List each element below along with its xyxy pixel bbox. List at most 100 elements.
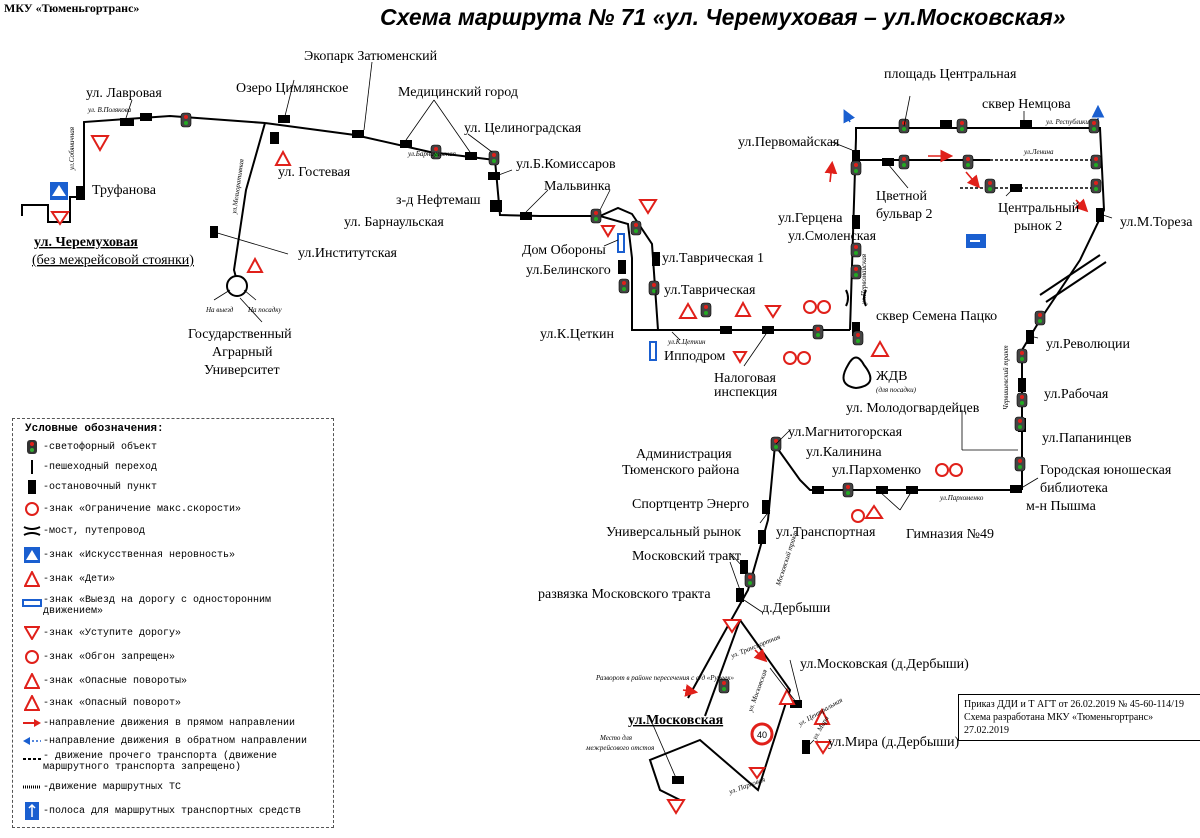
label-lavrovaya: ул. Лавровая [86,86,162,101]
legend-row-bus-lane: -полоса для маршрутных транспортных сред… [21,802,301,820]
danger-turn-sign-icon [246,256,264,273]
traffic-light-icon [1034,310,1046,326]
label-mesto-2: межрейсового отстоя [585,744,654,752]
danger-turn-sign-icon [274,149,292,166]
label-kalinina: ул.Калинина [806,445,882,460]
street-sobyaninskaya: ул.Собяничная [68,127,76,171]
label-nalogovaya-2: инспекция [714,385,778,400]
danger-turns-sign-icon [21,673,43,689]
legend-row-route: -движение маршрутных ТС [21,779,181,795]
label-rynok-2: рынок 2 [1014,219,1062,234]
backward-arrow-icon [21,733,43,749]
crosswalk-icon [21,459,43,475]
label-revolyutsii: ул.Революции [1046,337,1130,352]
street-transportnaya: ул. Транспортная [729,633,782,660]
label-mira-d: ул.Мира (д.Дербыши) [828,735,960,750]
label-razvorot: Разворот в районе пересечения с а/д «Руч… [595,674,734,682]
traffic-light-icon [984,178,996,194]
label-ozero: Озеро Цимлянское [236,81,348,96]
danger-turns-sign-icon [734,300,752,317]
label-biblioteka-1: Городская юношеская [1040,463,1172,478]
label-ekopark: Экопарк Затюменский [304,49,438,64]
label-nalogovaya-1: Налоговая [714,371,776,386]
traffic-light-icon [430,144,442,160]
legend-row-no-overtake: -знак «Обгон запрещен» [21,649,175,665]
traffic-light-icon [744,572,756,588]
label-energo: Спортцентр Энерго [632,497,749,512]
no-overtaking-sign-icon [803,300,831,314]
traffic-light-icon [1014,456,1026,472]
label-tsvetnoy-2: бульвар 2 [876,207,933,222]
label-derbyshi: д.Дербыши [762,601,831,616]
label-mesto-1: Место для [599,734,632,742]
label-papanintsev: ул.Папанинцев [1042,431,1132,446]
order-line-1: Приказ ДДИ и Т АГТ от 26.02.2019 № 45-60… [964,699,1184,710]
legend-row-other-traffic: - движение прочего транспорта (движение … [21,751,321,773]
traffic-light-icon [1016,392,1028,408]
traffic-light-icon [180,112,192,128]
yield-sign-icon [600,225,616,238]
yield-sign-icon [722,619,742,634]
danger-turn-sign-icon [870,339,890,357]
traffic-light-icon [842,482,854,498]
legend-row-forward: -направление движения в прямом направлен… [21,715,295,731]
label-agro-2: Аграрный [212,345,273,360]
label-dom-oborony: Дом Обороны [522,243,606,258]
yield-sign-icon [21,625,43,641]
traffic-light-icon [590,208,602,224]
traffic-light-icon [1088,118,1100,134]
legend: Условные обозначения: -светофорный объек… [12,418,334,828]
bump-sign-icon [21,547,43,563]
label-mosk-trakt: Московский тракт [632,549,741,564]
speed-limit-sign-icon: 40 [750,722,774,746]
traffic-light-icon [618,278,630,294]
legend-row-stop: -остановочный пункт [21,479,157,495]
other-traffic-lines [960,159,1100,189]
bridges [845,254,1107,307]
label-komissarov: ул.Б.Комиссаров [516,157,616,172]
street-respubliki: ул. Республики [1045,118,1089,126]
label-smolenskaya: ул.Смоленская [788,229,877,244]
street-pakhomenko: ул.Пархоменко [939,494,984,502]
page-title: Схема маршрута № 71 «ул. Черемуховая – у… [380,4,1066,30]
no-overtaking-sign-icon [21,649,43,665]
traffic-light-icon [700,302,712,318]
danger-turns-sign-icon [678,301,698,319]
traffic-light-icon [850,264,862,280]
label-agro-1: Государственный [188,327,292,342]
traffic-light-icon [1090,178,1102,194]
label-transportnaya: ул.Транспортная [776,525,876,540]
label-vyezd: На выезд [205,306,234,314]
label-univ-rynok: Универсальный рынок [606,525,741,540]
legend-row-bridge: -мост, путепровод [21,523,145,539]
label-zhdv: ЖДВ [876,369,907,384]
label-barnaulskaya: ул. Барнаульская [344,215,444,230]
yield-sign-icon [666,799,686,815]
label-rabochaya: ул.Рабочая [1044,387,1109,402]
danger-turn-sign-icon [21,695,43,711]
label-posadka: На посадку [247,306,283,314]
route-line-south [648,442,1022,801]
danger-turn-sign-icon [813,707,831,725]
no-overtaking-sign-icon [935,463,963,477]
legend-row-children: -знак «Дети» [21,571,115,587]
children-sign-icon [21,571,43,587]
traffic-light-icon [850,160,862,176]
bus-lane-sign-icon [21,802,43,820]
label-pakhomenko: ул.Пархоменко [832,463,921,478]
label-cheremukhovaya: ул. Черемуховая [34,235,138,250]
yield-sign-icon [638,199,658,215]
legend-row-one-way: -знак «Выезд на дорогу с односторонним д… [21,595,321,617]
traffic-light-icon [21,439,43,455]
traffic-light-icon [1016,348,1028,364]
label-malvinka: Мальвинка [544,179,611,194]
label-ploshchad: площадь Центральная [884,67,1017,82]
yield-sign-icon [748,767,766,780]
label-patsko: сквер Семена Пацко [876,309,997,324]
label-magnitogorskaya: ул.Магнитогорская [788,425,903,440]
stop-labels: ул. Лавровая Труфанова ул. Черемуховая (… [32,49,1193,752]
street-polyakova: ул. В.Полякова [87,106,132,114]
label-moskovskaya: ул.Московская [628,713,724,728]
label-trufanova: Труфанова [92,183,157,198]
